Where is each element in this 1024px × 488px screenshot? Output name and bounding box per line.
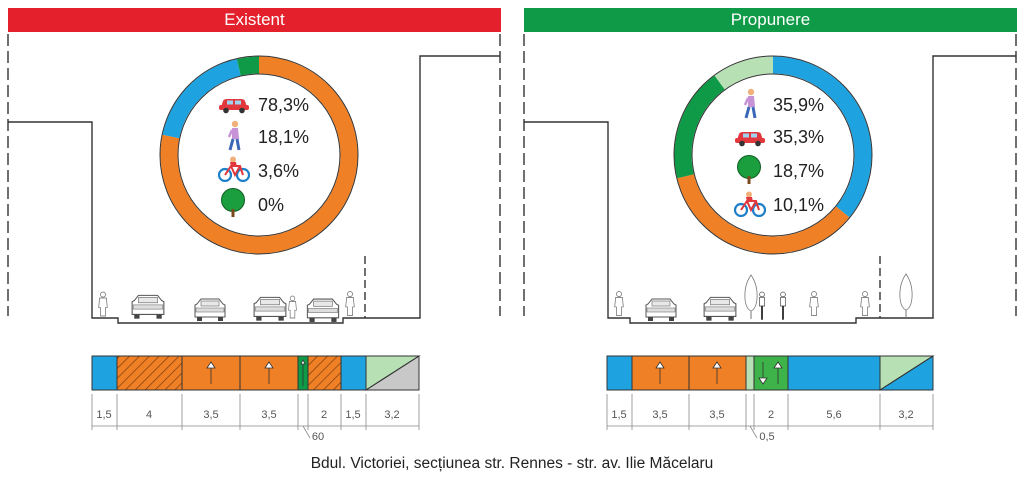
existent-car-pct: 78,3% [258,95,309,115]
propunere-dim-6: 3,2 [898,409,913,421]
bicycle-icon [734,191,766,217]
existent-cross-section-strip [91,355,421,391]
car-icon [219,99,249,114]
car-icon [735,132,765,147]
propunere-car-pct: 35,3% [773,127,824,147]
existent-dimension-labels: 1,5 4 3,5 3,5 2 1,5 3,2 60 [96,409,399,443]
ring-segment-pedestrian [772,56,872,218]
propunere-dim-extra: 0,5 [759,431,774,443]
existent-legend: 78,3% 18,1% 3,6% 0% [218,95,309,218]
ring-outline [691,73,855,237]
ring-outline [159,55,359,255]
propunere-modal-share-ring [673,55,873,255]
diagram-caption: Bdul. Victoriei, secțiunea str. Rennes -… [310,455,714,472]
ring-segment-car [677,174,850,254]
propunere-dim-2: 3,5 [652,409,667,421]
existent-dim-2: 4 [146,409,152,421]
propunere-dimension-line [606,394,934,439]
propunere-street-outline [523,34,1017,324]
bicycle-icon [218,156,250,182]
existent-header: Existent [8,8,501,32]
propunere-pedestrian-pct: 35,9% [773,95,824,115]
existent-tree-pct: 0% [258,195,284,215]
existent-street-outline [7,34,501,324]
ring-segment-car [160,56,358,254]
existent-dim-5: 2 [321,409,327,421]
propunere-cross-section-strip [606,355,935,391]
existent-dimension-line [91,394,420,439]
ring-segment-pedestrian [162,59,241,139]
ring-outline [673,55,873,255]
existent-pedestrian-pct: 18,1% [258,127,309,147]
existent-dim-7: 3,2 [384,409,399,421]
pedestrian-icon [227,120,241,152]
ring-segment-bicycle [714,56,774,90]
existent-dim-3: 3,5 [203,409,218,421]
propunere-dim-4: 2 [768,409,774,421]
pedestrian-icon [743,88,757,120]
propunere-header: Propunere [524,8,1017,32]
propunere-dimension-labels: 1,5 3,5 3,5 2 5,6 3,2 0,5 [611,409,913,443]
tree-icon [737,155,761,185]
tree-icon [221,188,245,218]
ring-segment-bicycle [236,56,260,76]
ring-segment-tree [674,75,725,179]
ring-outline [177,73,341,237]
propunere-dim-3: 3,5 [709,409,724,421]
propunere-dim-5: 5,6 [826,409,841,421]
existent-dim-1: 1,5 [96,409,111,421]
propunere-dim-1: 1,5 [611,409,626,421]
existent-modal-share-ring [159,55,359,255]
existent-dim-4: 3,5 [261,409,276,421]
existent-dim-6: 1,5 [345,409,360,421]
propunere-legend: 35,9% 35,3% 18,7% 10,1% [734,88,824,217]
propunere-bicycle-pct: 10,1% [773,195,824,215]
existent-street-silhouettes [98,291,355,323]
existent-bicycle-pct: 3,6% [258,161,299,181]
propunere-tree-pct: 18,7% [773,161,824,181]
propunere-street-silhouettes [614,273,913,322]
existent-dim-extra: 60 [312,431,324,443]
